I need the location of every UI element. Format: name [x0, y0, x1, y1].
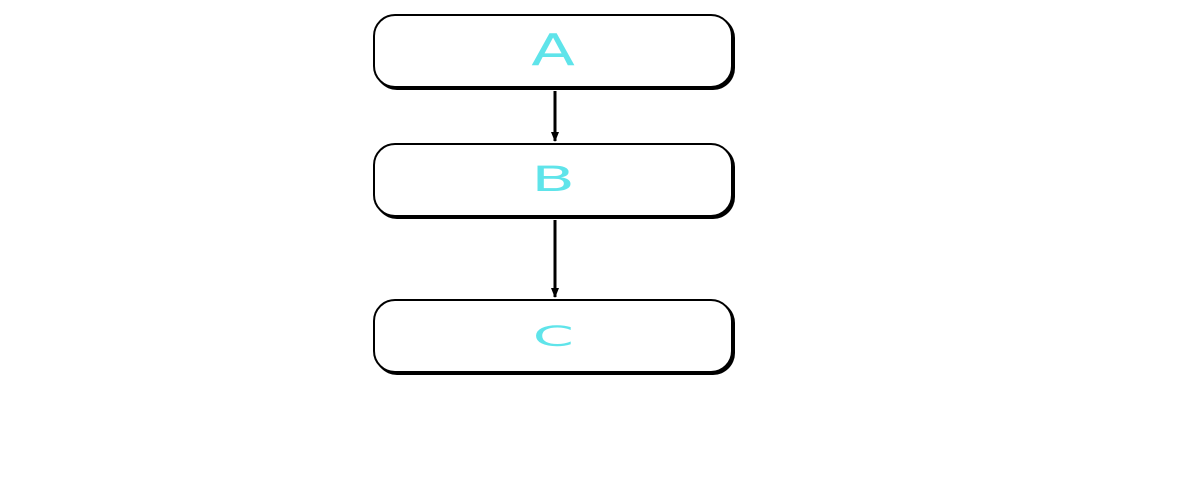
node-b-label: B: [531, 159, 575, 200]
node-a-label: A: [531, 25, 575, 76]
node-a-box: A: [373, 14, 733, 88]
node-c-label: C: [532, 320, 574, 352]
node-c-box: C: [373, 299, 733, 373]
node-b-box: B: [373, 143, 733, 217]
